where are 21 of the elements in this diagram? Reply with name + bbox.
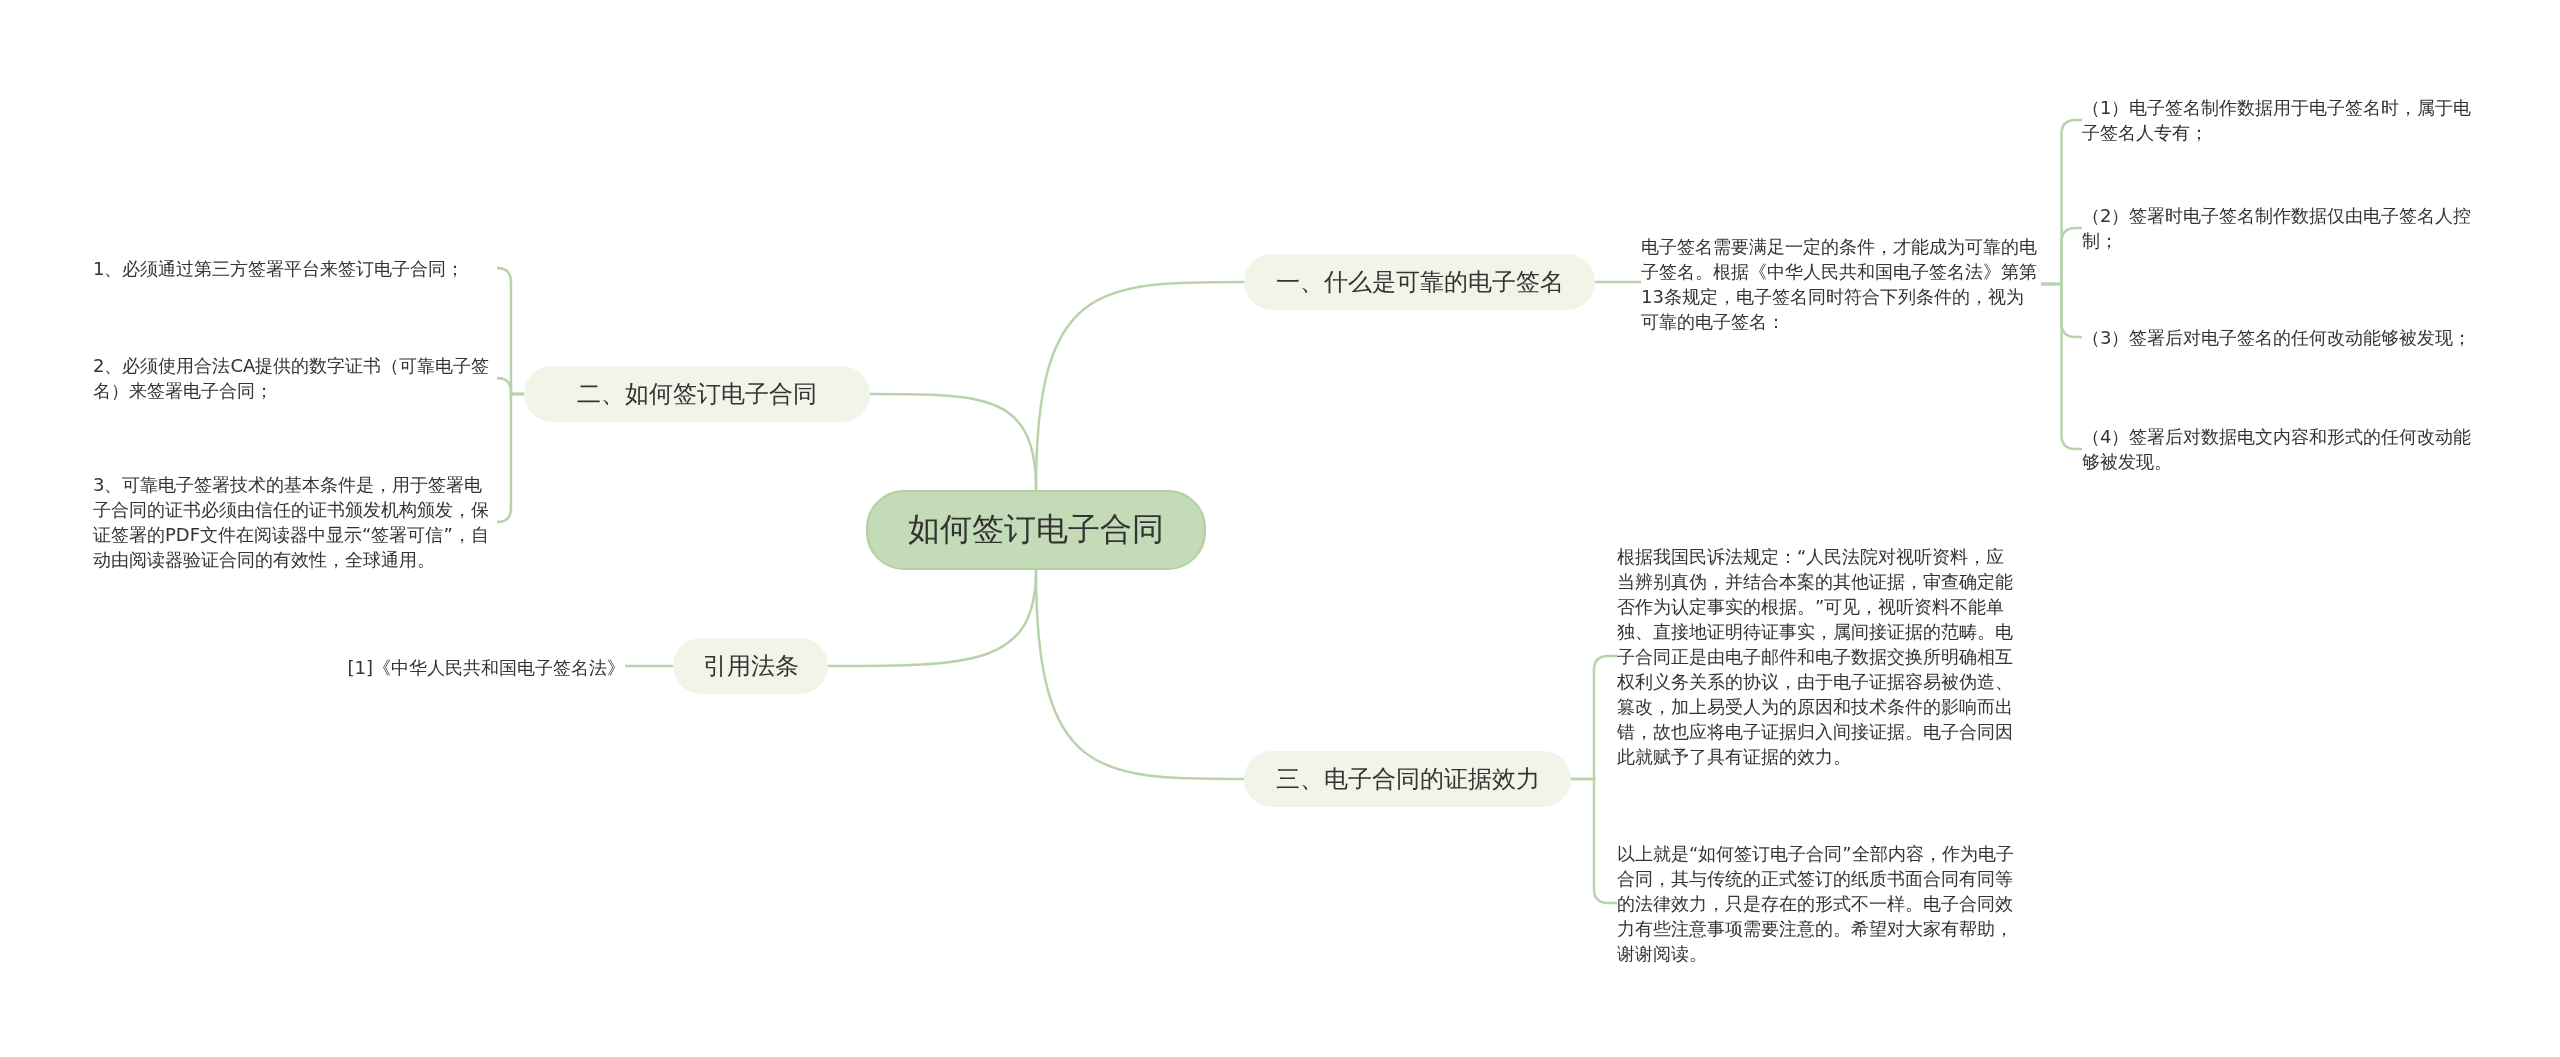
topic-text: 1、必须通过第三方签署平台来签订电子合同； <box>93 255 498 281</box>
topic-text: 电子签名需要满足一定的条件，才能成为可靠的电子签名。根据《中华人民共和国电子签名法》第第13条规定，电子签名同时符合下列条件的，视为可靠的电子签名： <box>1641 234 2041 334</box>
topic-text: 2、必须使用合法CA提供的数字证书（可靠电子签名）来签署电子合同； <box>93 353 498 403</box>
topic-text: 根据我国民诉法规定：“人民法院对视听资料，应当辨别真伪，并结合本案的其他证据，审查确定能否作为认定事实的根据。”可见，视听资料不能单独、直接地证明待证事实，属间接证据的范畴。电子合同正是由电子邮件和电子数据交换所明确相互权利义务关系的协议，由于电子证据容易被伪造、篡改，加上易受人为的原因和技术条件的影响而出错，故也应将电子证据归入间接证据。电子合同因此就赋予了具有证据的效力。 <box>1617 543 2017 769</box>
topic-text: （1）电子签名制作数据用于电子签名时，属于电子签名人专有； <box>2082 95 2482 145</box>
connector-line <box>1595 280 1641 284</box>
topic-text: （3）签署后对电子签名的任何改动能够被发现； <box>2082 324 2482 350</box>
topic-text: （4）签署后对数据电文内容和形式的任何改动能够被发现。 <box>2082 424 2482 474</box>
connector-line <box>1034 569 1244 781</box>
topic-text: 以上就是“如何签订电子合同”全部内容，作为电子合同，其与传统的正式签订的纸质书面合同有同等的法律效力，只是存在的形式不一样。电子合同效力有些注意事项需要注意的。希望对大家有帮助，谢谢阅读。 <box>1617 840 2017 966</box>
topic-text: （2）签署时电子签名制作数据仅由电子签名人控制； <box>2082 203 2482 253</box>
connector-line <box>495 392 524 524</box>
topic-text: [1]《中华人民共和国电子签名法》 <box>290 654 625 680</box>
topic-pill: 一、什么是可靠的电子签名 <box>1244 254 1595 310</box>
topic-pill: 三、电子合同的证据效力 <box>1244 751 1571 807</box>
topic-text: 3、可靠电子签署技术的基本条件是，用于签署电子合同的证书必须由信任的证书颁发机构颁发，保证签署的PDF文件在阅读器中显示“签署可信”，自动由阅读器验证合同的有效性，全球通用。 <box>93 472 498 572</box>
connector-line <box>870 392 1038 491</box>
topic-pill: 引用法条 <box>673 638 828 694</box>
connector-line <box>625 664 673 668</box>
topic-pill: 二、如何签订电子合同 <box>524 366 870 422</box>
central-topic: 如何签订电子合同 <box>866 490 1206 570</box>
